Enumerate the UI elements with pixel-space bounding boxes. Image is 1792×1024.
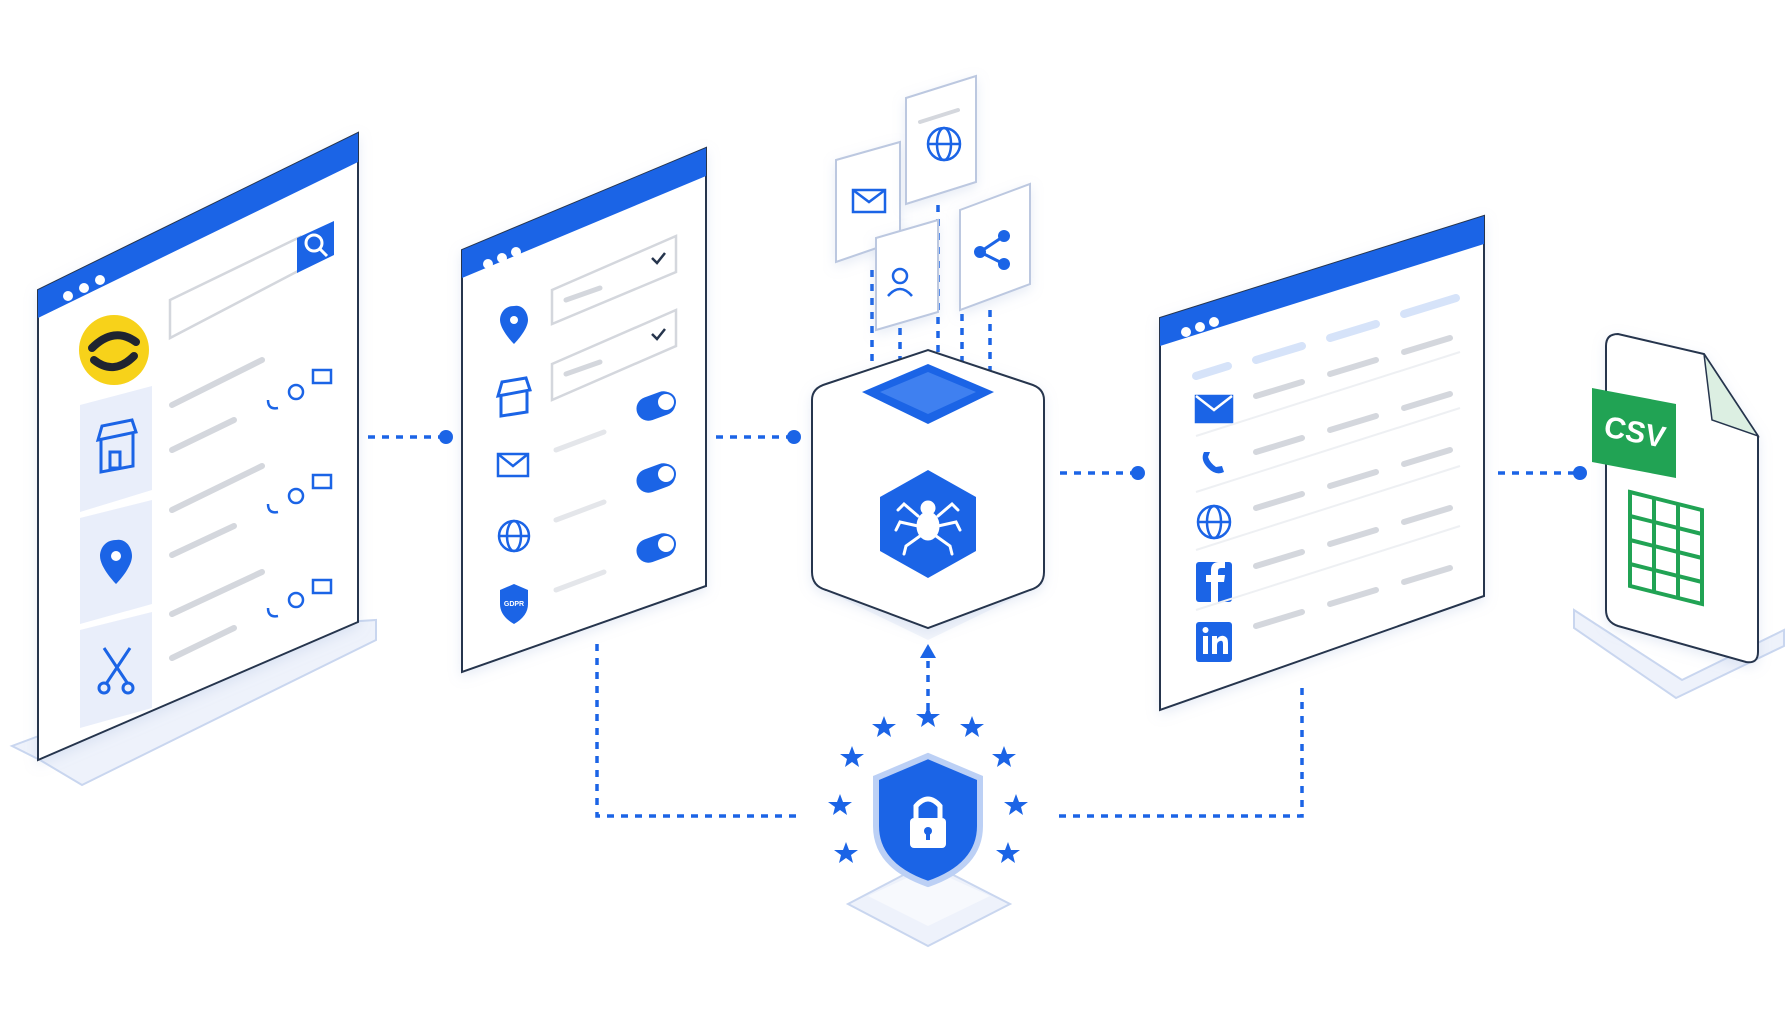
email-icon — [496, 452, 530, 478]
filter-panel-header — [462, 148, 706, 278]
search-panel-header — [38, 133, 358, 318]
connector-dots — [439, 430, 1587, 658]
eu-star-icon — [960, 716, 984, 737]
phone-icon — [266, 607, 279, 618]
globe-card-icon — [905, 74, 977, 206]
csv-file-fold — [1703, 353, 1760, 438]
listing-placeholder-lines — [169, 357, 265, 661]
results-placeholder-lines — [1253, 335, 1453, 629]
connector-filter-to-security — [595, 644, 800, 818]
window-dots — [1181, 317, 1219, 337]
tools-icon — [97, 647, 135, 695]
results-column-headers — [1192, 294, 1460, 380]
checkmark-icon — [651, 252, 666, 265]
csv-label-badge — [1592, 388, 1676, 478]
store-icon — [495, 376, 532, 418]
facebook-icon — [1196, 562, 1232, 602]
floating-data-cards — [835, 74, 1031, 332]
email-icon — [311, 368, 333, 385]
store-icon — [95, 418, 138, 474]
results-panel — [1159, 214, 1485, 712]
email-icon — [311, 473, 333, 490]
results-panel-header — [1160, 216, 1484, 346]
location-pin-icon — [100, 539, 132, 584]
contact-icons-row-2 — [266, 473, 333, 514]
toggle-switch-1[interactable] — [633, 388, 679, 424]
window-dots — [63, 275, 105, 301]
csv-export: CSV — [1573, 332, 1785, 700]
share-card-icon — [959, 182, 1031, 312]
phone-icon — [266, 503, 279, 514]
spreadsheet-grid-icon — [1628, 489, 1704, 607]
eu-star-icon — [992, 746, 1016, 767]
contact-icons-row-1 — [266, 368, 333, 410]
location-pin-icon — [500, 305, 528, 344]
globe-icon — [287, 487, 305, 505]
globe-icon — [287, 591, 305, 609]
logo-icon — [79, 315, 149, 385]
filter-placeholder-lines — [553, 429, 607, 593]
gdpr-label: GDPR — [504, 601, 524, 608]
phone-icon — [1202, 452, 1224, 474]
eu-star-icon — [828, 794, 852, 815]
linkedin-icon — [1196, 622, 1232, 662]
scraper-engine — [811, 348, 1045, 640]
email-icon — [311, 578, 333, 595]
filter-dropdown-1[interactable] — [550, 234, 678, 326]
globe-icon — [497, 519, 531, 553]
checkmark-icon — [651, 328, 666, 341]
eu-star-icon — [872, 716, 896, 737]
contact-card-icon — [875, 218, 939, 332]
eu-star-icon — [840, 746, 864, 767]
security-base-top — [868, 868, 990, 926]
globe-icon — [1196, 504, 1232, 540]
category-tile-store[interactable] — [80, 386, 152, 512]
eu-star-icon — [996, 842, 1020, 863]
filter-dropdown-2[interactable] — [550, 308, 678, 402]
security-module — [828, 706, 1028, 948]
padlock — [910, 796, 946, 848]
search-button[interactable] — [297, 221, 334, 273]
eu-star-icon — [1004, 794, 1028, 815]
filter-panel: GDPR — [461, 146, 707, 674]
email-icon — [1194, 394, 1234, 424]
window-dots — [483, 247, 521, 269]
globe-icon — [287, 383, 305, 401]
phone-icon — [266, 399, 279, 410]
gdpr-shield-icon: GDPR — [500, 584, 528, 624]
eu-star-icon — [834, 842, 858, 863]
results-row-dividers — [1195, 351, 1461, 611]
connector-results-to-security — [1058, 688, 1304, 818]
scraper-intake-inner — [880, 372, 976, 414]
contact-icons-row-3 — [266, 578, 333, 618]
eu-star-icon — [916, 706, 940, 727]
spider-icon — [894, 500, 962, 556]
eu-star-ring — [828, 706, 1028, 863]
search-icon — [304, 233, 329, 258]
search-panel — [9, 131, 377, 787]
toggle-switch-2[interactable] — [633, 460, 679, 496]
arrow-up-to-scraper — [920, 644, 936, 658]
toggle-switch-3[interactable] — [633, 530, 679, 566]
